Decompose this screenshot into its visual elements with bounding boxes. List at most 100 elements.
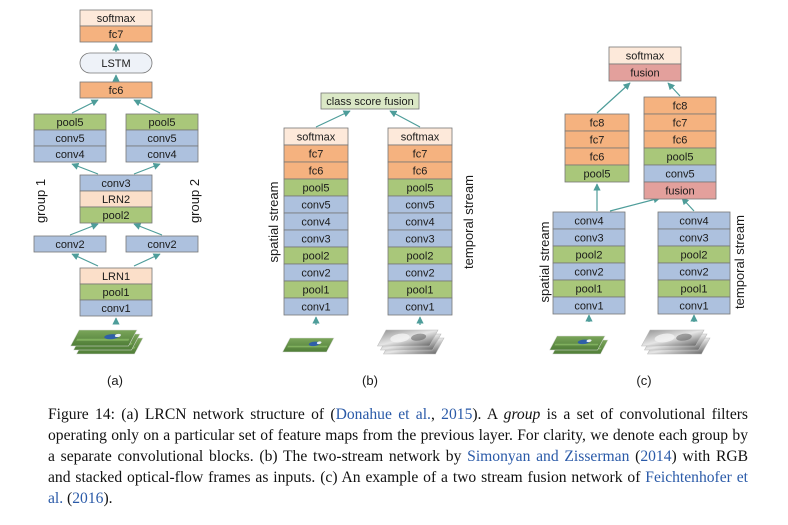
layer-conv4: conv4 [283, 212, 349, 231]
layer-fc7: fc7 [564, 130, 630, 149]
citation-link[interactable]: Feichtenhofer et al. [48, 469, 748, 507]
layer-conv1: conv1 [657, 296, 731, 315]
caption-text: , [430, 406, 442, 423]
citation-link[interactable]: 2016 [72, 490, 104, 507]
layer-label: softmax [626, 51, 665, 63]
caption-text: is a set of convolutional filters operat… [48, 406, 748, 465]
layer-box [79, 25, 153, 43]
layer-conv2: conv2 [552, 262, 626, 281]
layer-box [283, 297, 349, 316]
input-images [70, 329, 711, 355]
flow-arrow [389, 110, 421, 128]
layer-fc8: fc8 [564, 113, 630, 132]
layer-softmax: softmax [387, 127, 453, 146]
layer-box [79, 81, 153, 99]
layer-box [79, 206, 153, 224]
flow-arrow [133, 223, 163, 236]
layer-pool5: pool5 [643, 147, 717, 166]
layer-label: pool5 [149, 117, 176, 129]
layer-conv4: conv4 [387, 212, 453, 231]
layer-fc6: fc6 [643, 130, 717, 149]
layer-conv2: conv2 [125, 235, 199, 253]
layer-box [125, 145, 199, 163]
temporal-stream-label-b: temporal stream [461, 175, 476, 269]
layer-fc6: fc6 [387, 161, 453, 180]
citation-link[interactable]: 2014 [640, 448, 672, 465]
layer-label: softmax [401, 132, 440, 144]
layer-conv2: conv2 [283, 263, 349, 282]
layer-lrn2: LRN2 [79, 190, 153, 208]
layer-pool2: pool2 [657, 245, 731, 264]
layer-box [320, 92, 420, 110]
layer-label: softmax [97, 13, 136, 25]
layer-fc7: fc7 [643, 113, 717, 132]
layer-fc7: fc7 [79, 25, 153, 43]
layer-label: conv2 [574, 267, 603, 279]
layer-fusion: fusion [643, 181, 717, 200]
layer-label: pool2 [303, 251, 330, 263]
layer-label: pool1 [407, 285, 434, 297]
layer-label: conv2 [147, 239, 176, 251]
layer-label: pool2 [407, 251, 434, 263]
layer-pool2: pool2 [79, 206, 153, 224]
layer-label: conv5 [147, 133, 176, 145]
layer-label: pool5 [407, 183, 434, 195]
layer-label: conv5 [301, 200, 330, 212]
layer-label: conv3 [574, 233, 603, 245]
panel-b-label: (b) [362, 373, 378, 388]
optical-flow-stack-icon [377, 329, 445, 355]
spatial-stream-label-b: spatial stream [266, 182, 281, 263]
citation-link[interactable]: Donahue et al. [335, 406, 431, 423]
bird-frames-stack-icon [549, 335, 609, 355]
layer-pool1: pool1 [657, 279, 731, 298]
flow-arrow [609, 196, 661, 212]
caption-text: Figure 14: (a) LRCN network structure of… [48, 406, 336, 423]
layer-label: fc7 [109, 29, 124, 41]
layer-conv1: conv1 [387, 297, 453, 316]
layer-label: LRN2 [102, 194, 130, 206]
optical-flow-stack-icon [641, 329, 711, 355]
layer-conv4: conv4 [552, 211, 626, 230]
caption-text: ). [103, 490, 113, 507]
layer-label: pool5 [667, 152, 694, 164]
group1-label: group 1 [33, 179, 48, 223]
layer-pool5: pool5 [125, 113, 199, 131]
layer-label: conv1 [101, 303, 130, 315]
layer-label: class score fusion [326, 96, 413, 108]
layer-label: softmax [297, 132, 336, 144]
layer-label: fc7 [673, 118, 688, 130]
caption-text: ( [629, 448, 641, 465]
layer-fc7: fc7 [283, 144, 349, 163]
layer-label: fc7 [309, 149, 324, 161]
layer-softmax: softmax [283, 127, 349, 146]
layer-pool1: pool1 [387, 280, 453, 299]
layer-label: LRN1 [102, 271, 130, 283]
layer-label: conv4 [679, 216, 708, 228]
layer-pool1: pool1 [283, 280, 349, 299]
layer-lrn1: LRN1 [79, 267, 153, 285]
flow-arrow [667, 82, 681, 97]
layer-box [387, 297, 453, 316]
caption-text: ( [63, 490, 73, 507]
flow-arrow [681, 197, 695, 212]
layer-label: pool1 [681, 284, 708, 296]
layer-label: pool1 [576, 284, 603, 296]
layer-box [33, 145, 107, 163]
layer-box [552, 296, 626, 315]
layer-label: pool2 [103, 210, 130, 222]
layer-fc8: fc8 [643, 96, 717, 115]
layer-conv5: conv5 [33, 129, 107, 147]
citation-link[interactable]: Simonyan and Zisserman [467, 448, 630, 465]
layer-pool2: pool2 [387, 246, 453, 265]
layer-box [79, 52, 153, 74]
layer-label: conv4 [574, 216, 603, 228]
layer-label: conv5 [55, 133, 84, 145]
citation-link[interactable]: 2015 [441, 406, 473, 423]
layer-conv1: conv1 [552, 296, 626, 315]
layer-box [79, 299, 153, 317]
layer-label: pool5 [57, 117, 84, 129]
layer-conv4: conv4 [33, 145, 107, 163]
layer-label: fusion [665, 186, 694, 198]
panel-a-label: (a) [107, 373, 123, 388]
panel-c-label: (c) [636, 373, 651, 388]
